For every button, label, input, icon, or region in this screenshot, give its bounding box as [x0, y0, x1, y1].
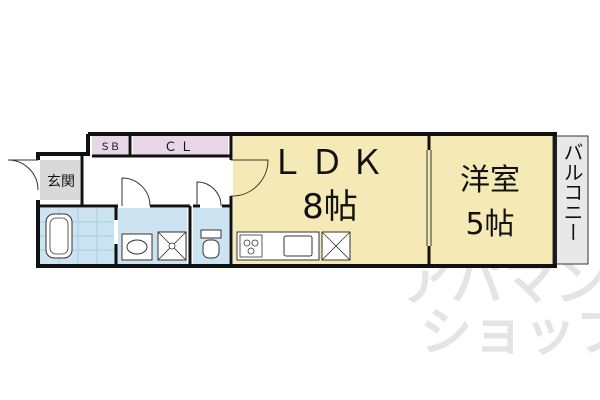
balcony-area — [556, 136, 588, 264]
toilet-tank — [200, 229, 222, 239]
closet-area — [133, 136, 228, 156]
thin-lines — [426, 136, 554, 264]
kitchen-counter — [236, 231, 320, 261]
western-room-label: 洋室 — [460, 163, 520, 198]
kitchen-sink — [283, 235, 313, 257]
closet-label: ＣＬ — [164, 140, 196, 155]
bathtub — [45, 213, 73, 259]
fridge-space-cross — [321, 231, 351, 261]
walls — [36, 132, 557, 268]
doors — [7, 159, 269, 244]
entrance-label: 玄関 — [47, 173, 75, 190]
stove-burners — [239, 234, 263, 258]
shoe-box-area — [92, 136, 128, 156]
shoe-box-label: ＳＢ — [100, 142, 120, 153]
entrance-area — [40, 160, 80, 200]
inner-walls — [38, 134, 431, 266]
washing-drain — [168, 242, 176, 250]
balcony-outline — [555, 135, 589, 265]
ldk-size: 8帖 — [302, 187, 358, 227]
balcony-label: バルコニー — [560, 142, 584, 242]
toilet-bowl — [202, 239, 220, 259]
bathtub-inner — [49, 217, 69, 255]
ldk-label: ＬＤＫ — [270, 143, 390, 183]
watermark-line2: ショップ — [420, 303, 600, 363]
washbasin-bowl — [126, 239, 148, 255]
western-room-size: 5帖 — [465, 207, 514, 242]
western-room-area — [429, 136, 553, 264]
